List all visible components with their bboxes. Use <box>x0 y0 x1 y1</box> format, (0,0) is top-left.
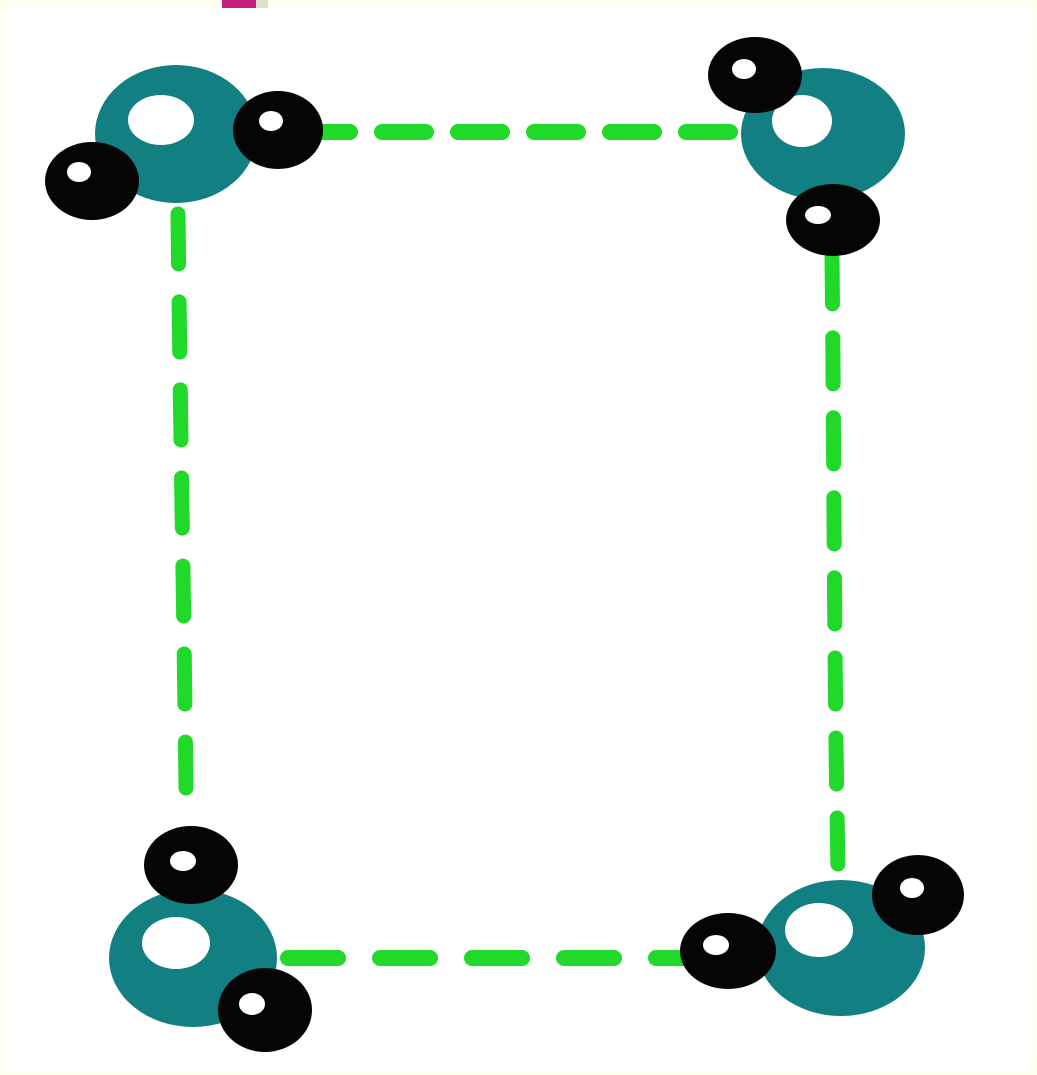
hydrogen-highlight <box>259 111 283 131</box>
water-molecule-top-left <box>45 65 323 220</box>
hydrogen-bond-left <box>178 214 186 788</box>
hydrogen-highlight <box>703 935 729 955</box>
oxygen-highlight <box>785 903 853 957</box>
water-tetramer-diagram <box>6 8 1031 1069</box>
hydrogen-atom <box>680 913 776 989</box>
hydrogen-atom <box>233 91 323 169</box>
corner-marker <box>222 0 268 8</box>
hydrogen-highlight <box>67 162 91 182</box>
hydrogen-atom <box>218 968 312 1052</box>
hydrogen-highlight <box>170 851 196 871</box>
hydrogen-atom <box>708 37 802 113</box>
hydrogen-bond-right <box>832 258 838 868</box>
hydrogen-atom <box>45 142 139 220</box>
oxygen-highlight <box>128 95 194 145</box>
hydrogen-highlight <box>732 59 756 79</box>
hydrogen-atom <box>786 184 880 256</box>
water-molecule-bottom-left <box>109 826 312 1052</box>
hydrogen-highlight <box>900 878 924 898</box>
hydrogen-highlight <box>239 993 265 1015</box>
water-molecule-top-right <box>708 37 905 256</box>
oxygen-highlight <box>142 917 210 969</box>
hydrogen-bonds <box>178 132 838 958</box>
diagram-canvas <box>6 8 1031 1069</box>
hydrogen-highlight <box>805 206 831 224</box>
water-molecule-bottom-right <box>680 855 964 1016</box>
